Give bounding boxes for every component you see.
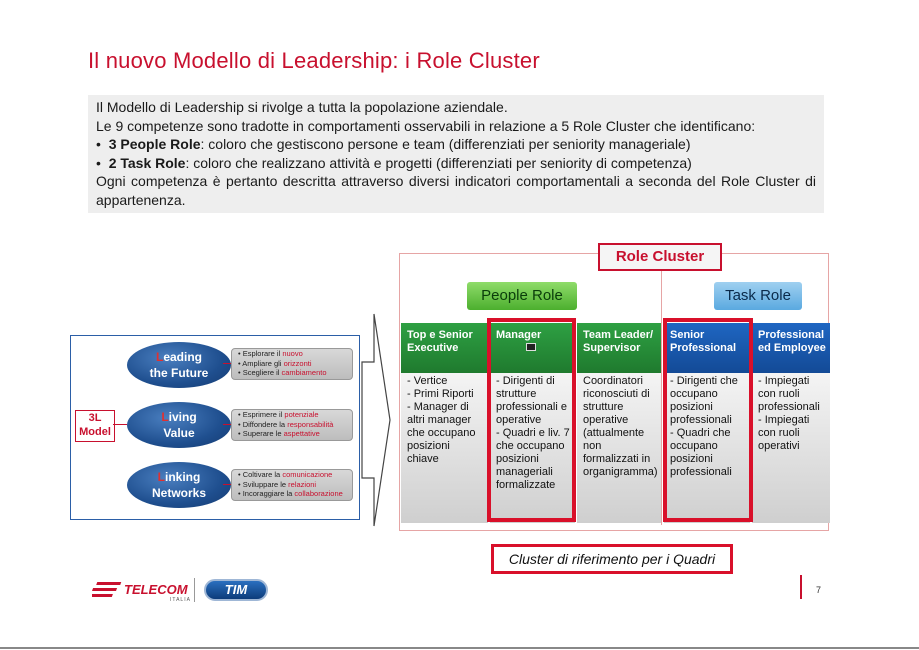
manager-highlight bbox=[487, 318, 576, 522]
leading-line2: the Future bbox=[149, 366, 209, 380]
leading-initial: L bbox=[155, 350, 164, 364]
connector-line bbox=[223, 484, 233, 485]
behavior-text: Scegliere il bbox=[242, 368, 282, 377]
living-word: iving bbox=[168, 410, 197, 424]
tim-logo: TIM bbox=[204, 579, 268, 601]
behavior-text: Esplorare il bbox=[242, 349, 283, 358]
senior-professional-highlight bbox=[663, 318, 753, 522]
behavior-text: Ampliare gli bbox=[242, 358, 284, 368]
intro-box: Il Modello di Leadership si rivolge a tu… bbox=[88, 95, 824, 213]
3l-model-diagram: 3L Model Leading the Future Living Value… bbox=[70, 335, 360, 520]
leading-word: eading bbox=[163, 350, 202, 364]
behavior-keyword: cambiamento bbox=[281, 368, 327, 377]
column-header-manager: Manager bbox=[490, 323, 575, 373]
bullet-2-text: : coloro che realizzano attività e proge… bbox=[185, 154, 692, 171]
intro-bullet-1: • 3 People Role: coloro che gestiscono p… bbox=[96, 136, 691, 152]
linking-behaviors: • Coltivare la comunicazione • Sviluppar… bbox=[231, 469, 353, 501]
bottom-divider bbox=[0, 647, 919, 649]
page-number: 7 bbox=[816, 585, 822, 595]
linking-initial: L bbox=[157, 470, 165, 484]
intro-line-1: Il Modello di Leadership si rivolge a tu… bbox=[96, 99, 508, 115]
column-header-team-leader: Team Leader/ Supervisor bbox=[577, 323, 661, 373]
task-role-badge: Task Role bbox=[714, 282, 802, 310]
column-body-team-leader: Coordinatori riconosciuti di strutture o… bbox=[577, 373, 661, 523]
column-header-professional-employee: Professional ed Employee bbox=[752, 323, 830, 373]
telecom-wordmark: TELECOM bbox=[124, 582, 188, 597]
leading-the-future-oval: Leading the Future bbox=[127, 342, 231, 388]
column-header-top-senior: Top e Senior Executive bbox=[401, 323, 488, 373]
manager-header-text: Manager bbox=[496, 329, 542, 341]
role-divider bbox=[661, 253, 662, 525]
quadri-callout: Cluster di riferimento per i Quadri bbox=[491, 544, 733, 574]
linking-line2: Networks bbox=[151, 486, 207, 500]
behavior-text: Sviluppare le bbox=[242, 479, 289, 489]
page-number-bar bbox=[800, 575, 802, 599]
behavior-keyword: comunicazione bbox=[282, 470, 333, 479]
logo-separator bbox=[194, 578, 195, 602]
people-role-badge: People Role bbox=[467, 282, 577, 310]
intro-line-2: Le 9 competenze sono tradotte in comport… bbox=[96, 117, 756, 134]
linking-networks-oval: Linking Networks bbox=[127, 462, 231, 508]
behavior-keyword: nuovo bbox=[282, 349, 303, 358]
behavior-keyword: relazioni bbox=[288, 479, 317, 489]
bullet-1-text: : coloro che gestiscono persone e team (… bbox=[200, 136, 691, 152]
living-line2: Value bbox=[163, 426, 195, 440]
behavior-text: Esprimere il bbox=[242, 410, 285, 419]
living-initial: L bbox=[161, 410, 169, 424]
connector-line bbox=[113, 424, 127, 425]
bullet-2-bold: 2 Task Role bbox=[108, 154, 186, 171]
behavior-keyword: potenziale bbox=[284, 410, 319, 419]
column-header-senior-professional: Senior Professional bbox=[664, 323, 750, 373]
connector-line bbox=[223, 363, 233, 364]
linking-word: inking bbox=[165, 470, 201, 484]
role-cluster-label: Role Cluster bbox=[598, 243, 722, 271]
behavior-text: Diffondere la bbox=[242, 419, 288, 429]
column-body-manager: - Dirigenti di strutture professionali e… bbox=[490, 373, 575, 523]
page-title: Il nuovo Modello di Leadership: i Role C… bbox=[88, 48, 540, 73]
leading-behaviors: • Esplorare il nuovo • Ampliare gli oriz… bbox=[231, 348, 353, 380]
small-icon bbox=[526, 343, 536, 351]
behavior-text: Coltivare la bbox=[242, 470, 283, 479]
behavior-keyword: responsabilità bbox=[287, 419, 334, 429]
behavior-keyword: aspettative bbox=[283, 429, 320, 438]
living-behaviors: • Esprimere il potenziale • Diffondere l… bbox=[231, 409, 353, 441]
connector-line bbox=[223, 424, 233, 425]
behavior-keyword: collaborazione bbox=[294, 489, 343, 498]
living-value-oval: Living Value bbox=[127, 402, 231, 448]
telecom-sub: ITALIA bbox=[170, 597, 191, 603]
column-body-top-senior: - Vertice - Primi Riporti - Manager di a… bbox=[401, 373, 488, 523]
bullet-1-bold: 3 People Role bbox=[108, 136, 201, 152]
behavior-text: Incoraggiare la bbox=[242, 489, 295, 498]
column-body-senior-professional: - Dirigenti che occupano posizioni profe… bbox=[664, 373, 750, 523]
intro-bullet-2: • 2 Task Role: coloro che realizzano att… bbox=[96, 154, 692, 171]
behavior-keyword: orizzonti bbox=[283, 358, 312, 368]
behavior-text: Superare le bbox=[242, 429, 284, 438]
3l-model-label: 3L Model bbox=[75, 410, 115, 442]
telecom-italia-logo: TELECOM ITALIA bbox=[92, 578, 192, 604]
intro-line-5: Ogni competenza è pertanto descritta att… bbox=[96, 173, 816, 208]
telecom-stripes-icon bbox=[92, 582, 122, 597]
column-body-professional-employee: - Impiegati con ruoli professionali - Im… bbox=[752, 373, 830, 523]
right-arrow-icon bbox=[361, 313, 391, 527]
